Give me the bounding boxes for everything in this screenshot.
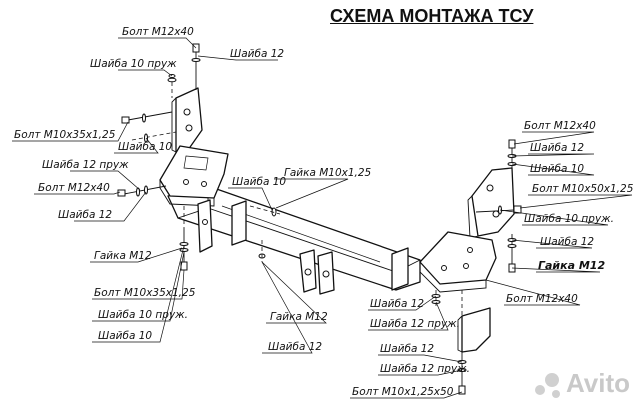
label-bolt-m10x35-left: Болт М10х35х1,25 (14, 129, 116, 141)
avito-logo-text: Avito (566, 368, 630, 398)
label-bolt-m12x40-top: Болт М12х40 (122, 26, 194, 38)
tow-hook-mount (299, 249, 335, 295)
left-upper-bracket (171, 87, 203, 153)
avito-watermark: Avito (535, 368, 630, 398)
label-bolt-m12x40-right2: Болт М12х40 (506, 293, 578, 305)
label-bolt-m10x125x50-bottom: Болт М10х1,25х50 (352, 386, 454, 398)
label-bolt-m10x35-bottom: Болт М10х35х1,25 (94, 287, 196, 299)
label-washer10-spring-right: Шайба 10 пруж. (524, 213, 614, 225)
label-washer10-bottom: Шайба 10 (98, 330, 152, 342)
label-washer12-left: Шайба 12 (58, 209, 112, 221)
label-washer12-top: Шайба 12 (230, 48, 284, 60)
right-upper-bracket (467, 167, 515, 239)
label-nut-m10-mid: Гайка М10х1,25 (284, 167, 372, 179)
label-nut-m12-right: Гайка М12 (538, 259, 605, 272)
label-washer10-mid: Шайба 10 (232, 176, 286, 188)
label-bolt-m12x40-left: Болт М12х40 (38, 182, 110, 194)
label-bolt-m12x40-right: Болт М12х40 (524, 120, 596, 132)
left-mount-plate (159, 145, 229, 253)
label-washer10-spring-top: Шайба 10 пруж (90, 58, 177, 70)
label-washer12-lower: Шайба 12 (370, 298, 424, 310)
right-mount-plate (419, 231, 497, 293)
label-washer12-spring-lower: Шайба 12 пруж. (370, 318, 460, 330)
label-washer12-bottom: Шайба 12 (380, 343, 434, 355)
label-washer12-right: Шайба 12 (530, 142, 584, 154)
label-washer10-right: Шайба 10 (530, 163, 584, 175)
label-washer12-right2: Шайба 12 (540, 236, 594, 248)
right-lower-bracket (457, 307, 491, 353)
label-washer10-spring-bottom: Шайба 10 пруж. (98, 309, 188, 321)
label-bolt-m10x50-right: Болт М10х50х1,25 (532, 183, 634, 195)
crossbeam (167, 185, 421, 291)
label-washer12-center: Шайба 12 (268, 341, 322, 353)
diagram-title: СХЕМА МОНТАЖА ТСУ (330, 6, 534, 26)
leader-lines (12, 37, 633, 399)
label-nut-m12-center: Гайка М12 (270, 311, 328, 323)
label-washer12-spring-bottom: Шайба 12 пруж. (380, 363, 470, 375)
label-washer12-spring-left: Шайба 12 пруж (42, 159, 129, 171)
label-nut-m12-left: Гайка М12 (94, 250, 152, 262)
labels: Болт М12х40 Шайба 10 пруж Шайба 12 Болт … (14, 26, 634, 398)
label-washer10-left: Шайба 10 (118, 141, 172, 153)
